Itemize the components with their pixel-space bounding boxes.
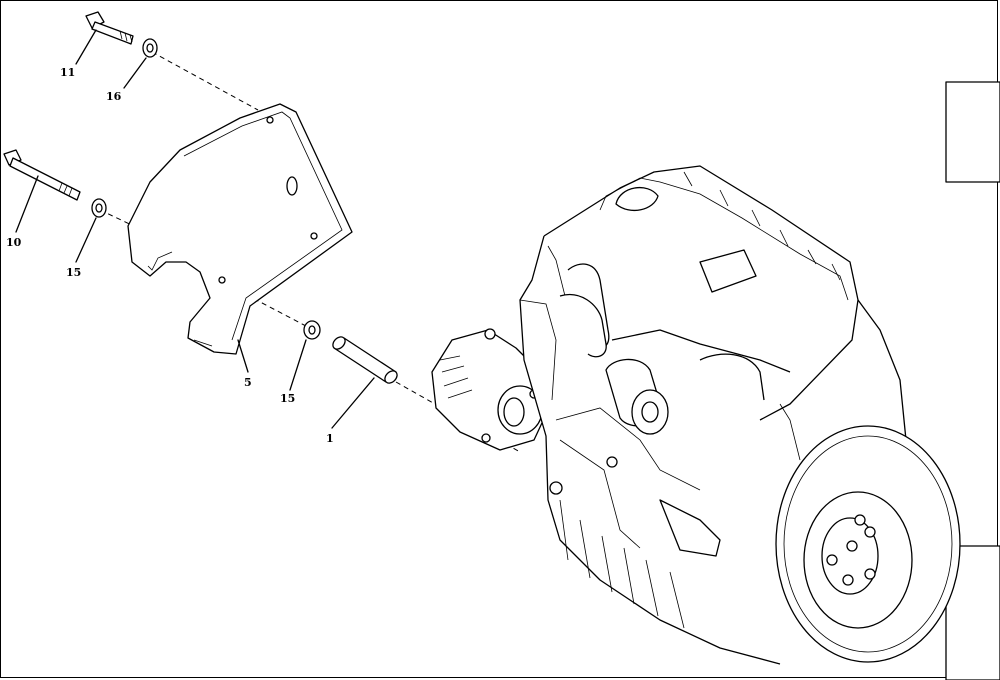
- assembly-line-bolt-11: [151, 51, 259, 111]
- callout-15-upper: 15: [66, 266, 81, 279]
- callout-15-lower: 15: [280, 392, 295, 405]
- bolt-10-icon: [3, 149, 81, 201]
- callout-16: 16: [106, 90, 122, 103]
- callout-11: 11: [60, 66, 75, 79]
- leader-10: [15, 175, 39, 233]
- belt-guard-5-icon: [127, 103, 353, 355]
- washer-15-upper-icon: [91, 198, 107, 218]
- callout-10: 10: [6, 236, 22, 249]
- washer-15-lower-icon: [303, 320, 321, 340]
- leader-11: [75, 29, 97, 65]
- bolt-11-icon: [85, 11, 134, 45]
- assembly-line-bolt-10: [99, 209, 139, 229]
- callout-5: 5: [244, 376, 252, 389]
- washer-16-icon: [142, 38, 158, 58]
- leader-15-lower: [289, 339, 307, 391]
- spacer-1-icon: [332, 336, 398, 384]
- leader-5: [237, 339, 249, 373]
- assembly-line-washer-15: [221, 281, 307, 327]
- leader-15-upper: [75, 217, 97, 263]
- leader-16: [123, 57, 147, 89]
- callout-1: 1: [326, 432, 334, 445]
- leader-1: [331, 377, 375, 429]
- page-tab-top: [945, 81, 1000, 183]
- engine-icon: [519, 165, 961, 665]
- alternator-icon: [431, 328, 549, 451]
